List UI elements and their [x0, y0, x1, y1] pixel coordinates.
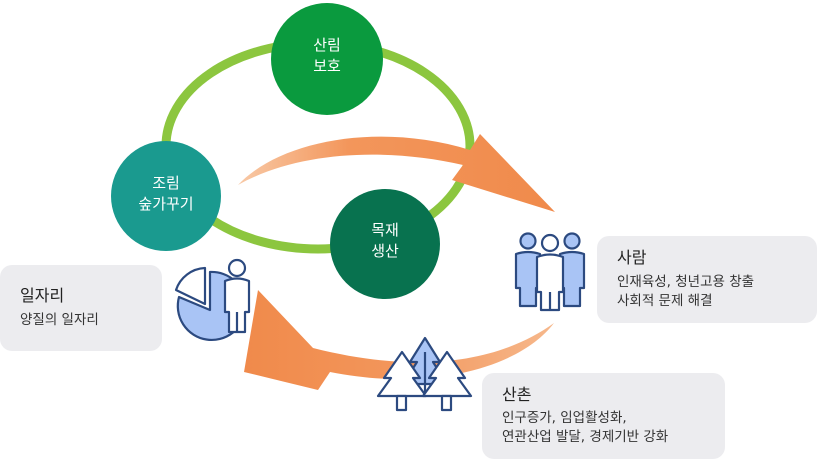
- forest-protection-line1: 산림: [313, 36, 341, 54]
- jobs-card-title: 일자리: [20, 286, 65, 305]
- forest-creation-line2: 숲가꾸기: [138, 195, 194, 213]
- wood-production-circle: [330, 189, 440, 299]
- people-card: 사람 인재육성, 청년고용 창출 사회적 문제 해결: [597, 236, 817, 323]
- village-card-line1: 인구증가, 임업활성화,: [502, 410, 627, 426]
- arrow-bottom: [244, 290, 554, 390]
- forest-protection-line2: 보호: [313, 57, 341, 75]
- forest-protection-circle: [271, 3, 383, 115]
- jobs-card-line1: 양질의 일자리: [20, 312, 99, 328]
- wood-production-line1: 목재: [371, 221, 399, 239]
- people-card-line2: 사회적 문제 해결: [617, 293, 713, 309]
- village-card-line2: 연관산업 발달, 경제기반 강화: [502, 429, 669, 445]
- people-card-title: 사람: [617, 248, 647, 267]
- jobs-card: 일자리 양질의 일자리: [0, 265, 162, 351]
- forest-creation-line1: 조림: [152, 174, 180, 192]
- jobs-icon: [174, 258, 251, 342]
- village-card-title: 산촌: [502, 385, 532, 404]
- wood-production-label: 목재 생산: [345, 220, 425, 262]
- trees-icon: [376, 336, 473, 412]
- forest-creation-circle: [111, 141, 221, 251]
- people-card-line1: 인재육성, 청년고용 창출: [617, 274, 755, 290]
- village-card: 산촌 인구증가, 임업활성화, 연관산업 발달, 경제기반 강화: [482, 373, 725, 459]
- wood-production-line2: 생산: [371, 242, 399, 260]
- arrow-top: [238, 134, 555, 212]
- forest-creation-label: 조림 숲가꾸기: [116, 173, 216, 215]
- forest-protection-label: 산림 보호: [287, 35, 367, 77]
- people-icon: [514, 232, 586, 312]
